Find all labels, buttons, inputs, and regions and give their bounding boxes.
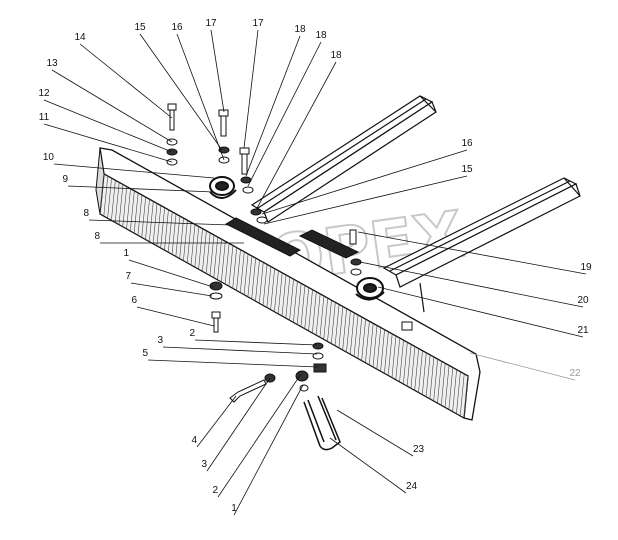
callout-c1a: 1 (123, 248, 129, 259)
leader-line-c23 (336, 409, 414, 457)
frame-rail-upper (250, 95, 437, 223)
callout-c8a: 8 (83, 208, 89, 219)
leader-line-c5 (147, 359, 319, 368)
callout-c17a: 17 (205, 18, 217, 29)
leader-line-c16b (261, 149, 468, 215)
leader-line-c16a (176, 33, 225, 161)
leader-line-c19 (357, 231, 587, 275)
tow-hook-left (209, 176, 237, 199)
callout-c24: 24 (406, 481, 418, 492)
leader-line-c17b (243, 29, 259, 149)
callout-c10: 10 (43, 152, 55, 163)
leader-line-c7 (130, 282, 213, 297)
mounting-plate-right (298, 229, 360, 259)
leader-line-c13 (51, 69, 173, 143)
callout-c5: 5 (142, 348, 148, 359)
callout-c1b: 1 (231, 503, 237, 514)
u-bolt (303, 395, 341, 451)
frame-rail-lower (382, 177, 581, 313)
callout-c17b: 17 (252, 18, 264, 29)
leader-line-c6 (136, 306, 215, 327)
callout-c21: 21 (577, 325, 589, 336)
leader-line-c8a (88, 219, 231, 226)
leader-line-c2a (194, 339, 318, 346)
bumper-beam (95, 147, 481, 421)
leader-line-c18b (247, 41, 322, 187)
leader-line-c15b (263, 175, 468, 225)
leader-line-c21 (377, 286, 584, 338)
mounting-plate-left (224, 217, 302, 257)
callout-c23: 23 (413, 444, 425, 455)
callout-c15b: 15 (461, 164, 473, 175)
callout-c2a: 2 (189, 328, 195, 339)
callout-c13: 13 (46, 58, 58, 69)
leader-line-c14 (79, 43, 173, 119)
callout-c18b: 18 (315, 30, 327, 41)
callout-c15a: 15 (134, 22, 146, 33)
leader-line-c22 (469, 352, 576, 381)
callout-c18c: 18 (330, 50, 342, 61)
bolt-upper-left (166, 103, 178, 166)
callout-c18a: 18 (294, 24, 306, 35)
callout-c6: 6 (131, 295, 137, 306)
callout-c16b: 16 (461, 138, 473, 149)
callout-c22: 22 (569, 368, 581, 379)
callout-c3a: 3 (157, 335, 163, 346)
bolt-lower-middle (312, 342, 327, 373)
tow-hook-right (355, 277, 385, 301)
leader-line-c18c (255, 61, 337, 211)
callout-c3b: 3 (201, 459, 207, 470)
leader-line-c11 (43, 123, 173, 163)
callout-c4: 4 (191, 435, 197, 446)
callout-c14: 14 (74, 32, 86, 43)
bolt-upper-middle (218, 109, 230, 164)
callout-c11: 11 (39, 112, 50, 123)
callout-c8b: 8 (94, 231, 100, 242)
leader-line-c1b (233, 384, 304, 516)
callout-c16a: 16 (171, 22, 183, 33)
leader-line-c4 (196, 395, 237, 448)
leader-line-c3a (162, 346, 318, 355)
leader-line-c24 (329, 437, 407, 494)
leader-line-c2b (217, 373, 302, 498)
leader-line-c12 (43, 99, 173, 153)
leader-line-c20 (359, 261, 584, 308)
bolt-lower-left (209, 281, 223, 333)
leader-line-c3b (206, 377, 271, 472)
leader-line-c17a (210, 29, 225, 113)
leader-line-c15a (139, 33, 223, 151)
leader-line-c9 (67, 185, 215, 193)
bolt-upper-right (239, 147, 268, 224)
callout-c20: 20 (577, 295, 589, 306)
callout-c12: 12 (38, 88, 50, 99)
bolt-right-plate (349, 229, 362, 276)
leader-line-c10 (53, 163, 215, 179)
leader-line-c18a (245, 35, 301, 177)
leader-line-c1a (128, 259, 214, 288)
callout-c19: 19 (580, 262, 592, 273)
callout-c7: 7 (125, 271, 131, 282)
callout-c2b: 2 (212, 485, 218, 496)
callout-c9: 9 (62, 174, 68, 185)
